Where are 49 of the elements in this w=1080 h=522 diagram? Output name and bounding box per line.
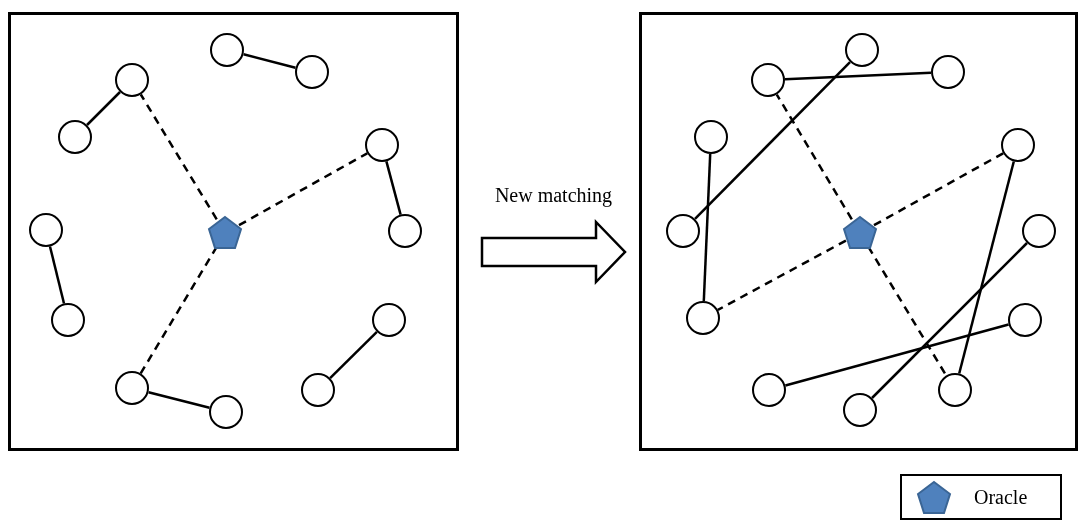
node-circle <box>666 214 700 248</box>
panel-box <box>639 12 1078 451</box>
node-circle <box>301 373 335 407</box>
legend-text: Oracle <box>974 486 1028 509</box>
node-circle <box>388 214 422 248</box>
connector-line <box>329 331 378 379</box>
node-circle <box>295 55 329 89</box>
dashed-line <box>238 152 368 227</box>
node-circle <box>51 303 85 337</box>
node-circle <box>931 55 965 89</box>
dashed-line <box>873 152 1004 227</box>
panel-box <box>8 12 459 451</box>
node-circle <box>694 120 728 154</box>
connector-line <box>48 246 66 304</box>
connector-line <box>871 242 1028 399</box>
dashed-line <box>867 246 948 377</box>
oracle-pentagon <box>207 215 243 251</box>
connector-line <box>784 71 932 81</box>
connector-line <box>243 53 296 69</box>
oracle-pentagon <box>842 215 878 251</box>
node-circle <box>686 301 720 335</box>
node-circle <box>1008 303 1042 337</box>
node-circle <box>845 33 879 67</box>
dashed-line <box>139 246 218 375</box>
node-circle <box>209 395 243 429</box>
node-circle <box>29 213 63 247</box>
node-circle <box>752 373 786 407</box>
connector-line <box>958 161 1015 374</box>
node-circle <box>372 303 406 337</box>
node-circle <box>751 63 785 97</box>
node-circle <box>938 373 972 407</box>
node-circle <box>115 63 149 97</box>
node-circle <box>1001 128 1035 162</box>
connector-line <box>785 323 1009 387</box>
connector-line <box>702 153 712 302</box>
node-circle <box>365 128 399 162</box>
node-circle <box>1022 214 1056 248</box>
dashed-line <box>775 93 853 220</box>
connector-line <box>694 61 851 220</box>
node-circle <box>58 120 92 154</box>
dashed-line <box>139 93 218 220</box>
node-circle <box>843 393 877 427</box>
node-circle <box>115 371 149 405</box>
connector-line <box>148 391 210 409</box>
connector-line <box>86 91 121 126</box>
dashed-line <box>717 239 847 311</box>
node-circle <box>210 33 244 67</box>
block-arrow <box>480 218 627 286</box>
connector-line <box>385 161 402 215</box>
